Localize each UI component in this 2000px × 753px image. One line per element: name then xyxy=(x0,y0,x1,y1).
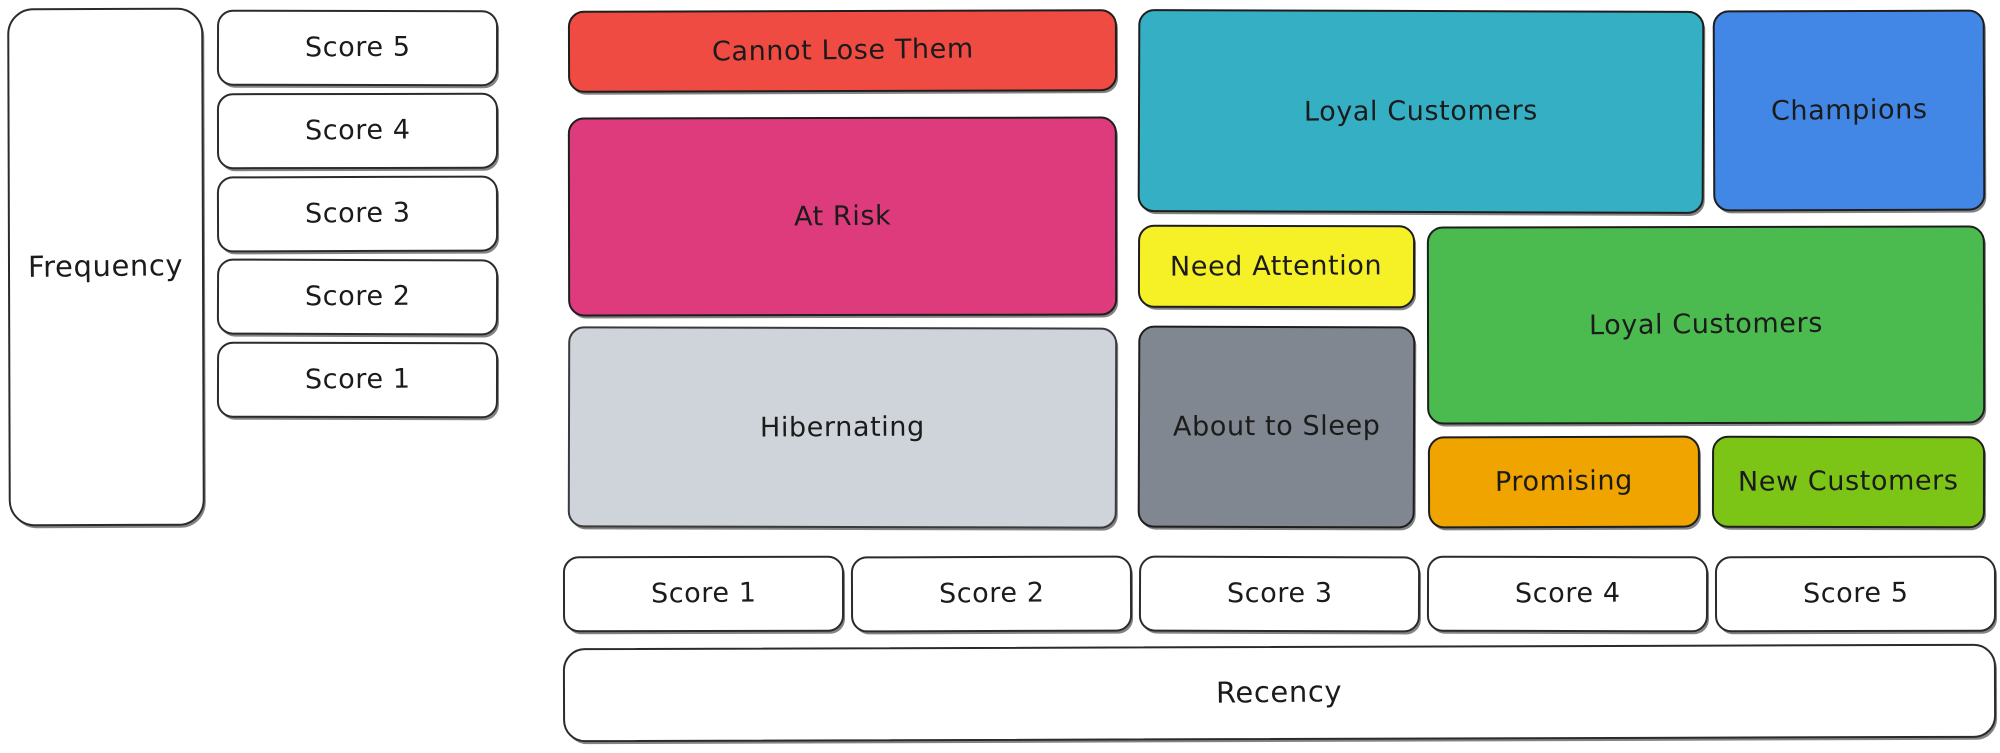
recency-score-4-cell[interactable]: Score 4 xyxy=(1426,555,1709,633)
recency-score-1-cell[interactable]: Score 1 xyxy=(562,555,845,633)
segment-at-risk[interactable]: At Risk xyxy=(567,116,1118,317)
frequency-axis-label: Frequency xyxy=(28,248,184,285)
recency-axis-title: Recency xyxy=(562,643,1997,743)
frequency-score-4-cell[interactable]: Score 4 xyxy=(216,92,499,170)
segment-about-to-sleep[interactable]: About to Sleep xyxy=(1137,325,1416,529)
segment-loyal-customers-teal[interactable]: Loyal Customers xyxy=(1137,9,1705,214)
frequency-score-1-cell[interactable]: Score 1 xyxy=(216,341,499,419)
frequency-score-2-cell[interactable]: Score 2 xyxy=(216,258,499,336)
segment-promising[interactable]: Promising xyxy=(1427,435,1701,529)
segment-loyal-customers-green[interactable]: Loyal Customers xyxy=(1426,225,1986,425)
segment-cannot-lose-them[interactable]: Cannot Lose Them xyxy=(567,9,1118,93)
segment-new-customers[interactable]: New Customers xyxy=(1711,435,1986,529)
recency-score-3-cell[interactable]: Score 3 xyxy=(1138,555,1421,633)
frequency-score-5-cell[interactable]: Score 5 xyxy=(216,9,499,87)
segment-champions[interactable]: Champions xyxy=(1712,9,1986,212)
segment-hibernating[interactable]: Hibernating xyxy=(567,326,1118,529)
recency-score-5-cell[interactable]: Score 5 xyxy=(1714,555,1997,633)
recency-score-2-cell[interactable]: Score 2 xyxy=(850,555,1133,633)
frequency-score-3-cell[interactable]: Score 3 xyxy=(216,175,499,253)
recency-axis-label: Recency xyxy=(1216,674,1343,711)
frequency-axis-title: Frequency xyxy=(7,7,205,527)
segment-need-attention[interactable]: Need Attention xyxy=(1137,224,1416,309)
